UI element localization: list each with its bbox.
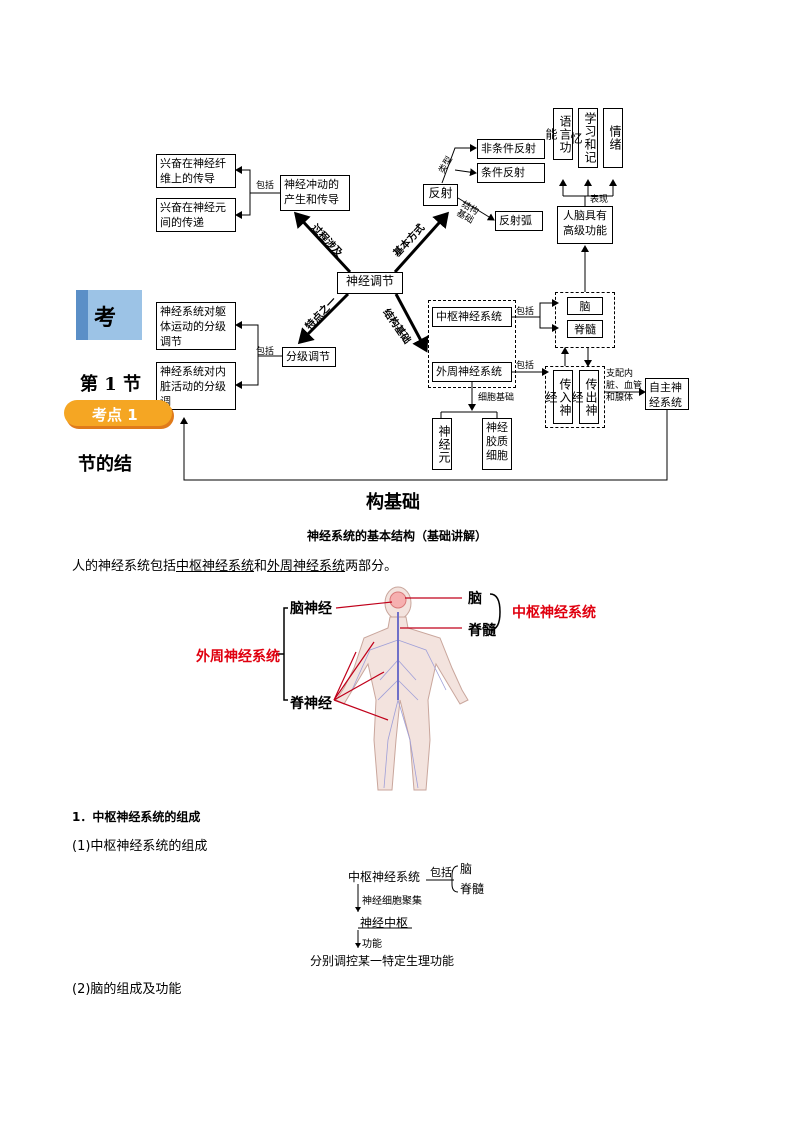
- reflex-node: 反射: [423, 184, 458, 206]
- unconditioned-node: 非条件反射: [477, 139, 545, 159]
- include-label-4: 包括: [516, 361, 535, 371]
- pns-dashed-group: [545, 366, 605, 428]
- afferent-node: 传入神经: [544, 370, 573, 424]
- brain-figure-label: 脑: [468, 591, 482, 607]
- cns-node: 中枢神经系统: [432, 307, 512, 327]
- neuron-cell-node: 神经元: [432, 418, 452, 470]
- neuron-transmission-node: 兴奋在神经元间的传递: [156, 198, 236, 232]
- title-fragment-left: 节的结: [78, 454, 132, 475]
- intro-paragraph: 人的神经系统包括中枢神经系统和外周神经系统两部分。: [72, 559, 398, 574]
- reflex-arc-node: 反射弧: [495, 211, 543, 231]
- center-node: 神经调节: [337, 272, 403, 294]
- language-node: 语言功能: [544, 108, 573, 160]
- flow-function: 功能: [362, 939, 382, 950]
- impulse-node: 神经冲动的产生和传导: [280, 175, 350, 211]
- cns-figure-label: 中枢神经系统: [512, 605, 596, 621]
- brain-nerve-label: 脑神经: [290, 601, 332, 617]
- subheading-1-2: (2)脑的组成及功能: [72, 982, 182, 997]
- learning-node: 学习和记忆: [569, 108, 598, 168]
- cell-basis-label: 细胞基础: [478, 393, 515, 403]
- flow-result: 分别调控某一特定生理功能: [310, 954, 455, 968]
- dominate-label: 支配内脏、血管和腺体: [606, 369, 643, 403]
- section-heading: 神经系统的基本结构（基础讲解）: [306, 529, 487, 543]
- efferent-node: 传出神经: [570, 370, 599, 424]
- title-banner: 考: [76, 290, 142, 340]
- flow-brain: 脑: [460, 862, 473, 876]
- pns-node: 外周神经系统: [432, 362, 512, 382]
- fiber-node: 兴奋在神经纤维上的传导: [156, 154, 236, 188]
- conditioned-node: 条件反射: [477, 163, 545, 183]
- section-number: 第 1 节: [80, 374, 142, 395]
- pns-figure-label: 外周神经系统: [196, 649, 280, 665]
- mindmap-lines: [180, 144, 668, 481]
- flow-cns: 中枢神经系统: [348, 870, 421, 884]
- grading-node: 分级调节: [282, 347, 336, 367]
- body-motion-node: 神经系统对躯体运动的分级调节: [156, 302, 236, 350]
- emotion-node: 情绪: [603, 108, 623, 168]
- flow-gather: 神经细胞聚集: [362, 896, 422, 907]
- flow-center: 神经中枢: [360, 916, 409, 930]
- subheading-1-1: (1)中枢神经系统的组成: [72, 839, 208, 854]
- spinal-nerve-label: 脊神经: [290, 696, 332, 712]
- include-label-2: 包括: [256, 347, 275, 357]
- spinal-figure-label: 脊髓: [468, 623, 496, 639]
- express-label: 表现: [590, 195, 609, 205]
- spinal-node: 脊髓: [567, 320, 603, 338]
- advanced-function-node: 人脑具有高级功能: [557, 206, 613, 244]
- cns-dashed-group: [555, 292, 615, 348]
- flow-include: 包括: [430, 866, 452, 879]
- glia-node: 神经胶质细胞: [482, 418, 512, 470]
- flow-spinal: 脊髓: [460, 882, 485, 896]
- include-label-3: 包括: [516, 307, 535, 317]
- visceral-node: 神经系统对内脏活动的分级调: [156, 362, 236, 410]
- subheading-1: 1．中枢神经系统的组成: [72, 810, 201, 824]
- autonomic-node: 自主神经系统: [645, 378, 689, 410]
- include-label-1: 包括: [256, 181, 275, 191]
- badge: 考点 1: [64, 400, 172, 426]
- brain-node: 脑: [567, 297, 603, 315]
- title-fragment-right: 构基础: [366, 492, 420, 513]
- nervous-system-dashed-group: [428, 300, 516, 388]
